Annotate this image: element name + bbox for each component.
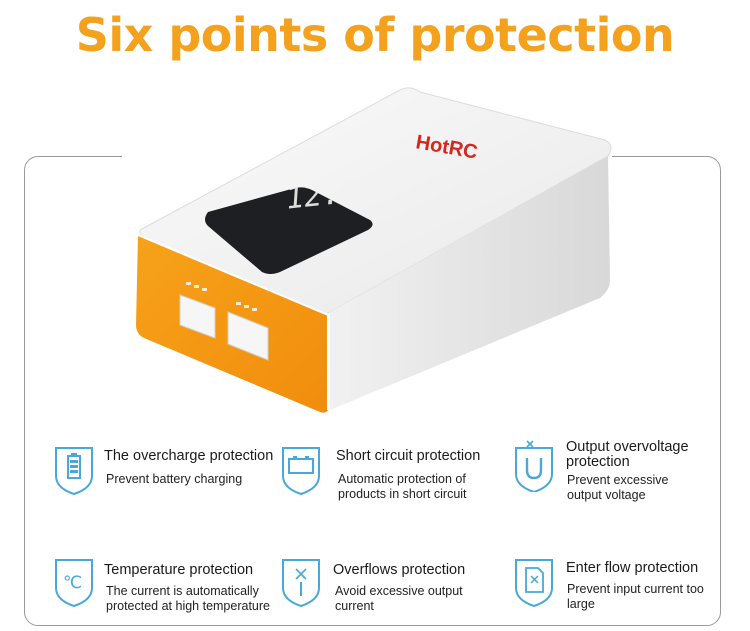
led-display [205, 187, 373, 274]
svg-text:℃: ℃ [63, 573, 82, 593]
battery-shield-icon [55, 447, 93, 496]
feature-title: Short circuit protection [336, 448, 481, 464]
power-bank-illustration: 12.0 HotRC [136, 87, 612, 413]
celsius-shield-icon: ℃ [55, 559, 93, 608]
feature-title: Overflows protection [333, 562, 466, 578]
document-x-shield-icon [515, 559, 553, 608]
led-display-value: 12.0 [284, 174, 358, 217]
feature-description: Prevent excessive output voltage [567, 473, 669, 502]
feature-description: Avoid excessive output current [335, 584, 463, 613]
page-title: Six points of protection [75, 8, 675, 62]
feature-description: The current is automatically protected a… [106, 584, 270, 613]
feature-title: Output overvoltage protection [566, 439, 689, 470]
feature-title: Enter flow protection [566, 560, 699, 576]
feature-title: The overcharge protection [104, 448, 274, 464]
feature-title: Temperature protection [104, 562, 254, 578]
feature-description: Automatic protection of products in shor… [338, 472, 467, 501]
x-line-shield-icon [282, 559, 320, 608]
feature-description: Prevent input current too large [567, 582, 704, 611]
magnet-x-shield-icon [515, 440, 553, 492]
feature-description: Prevent battery charging [106, 472, 243, 486]
battery-outline-shield-icon [282, 447, 320, 496]
